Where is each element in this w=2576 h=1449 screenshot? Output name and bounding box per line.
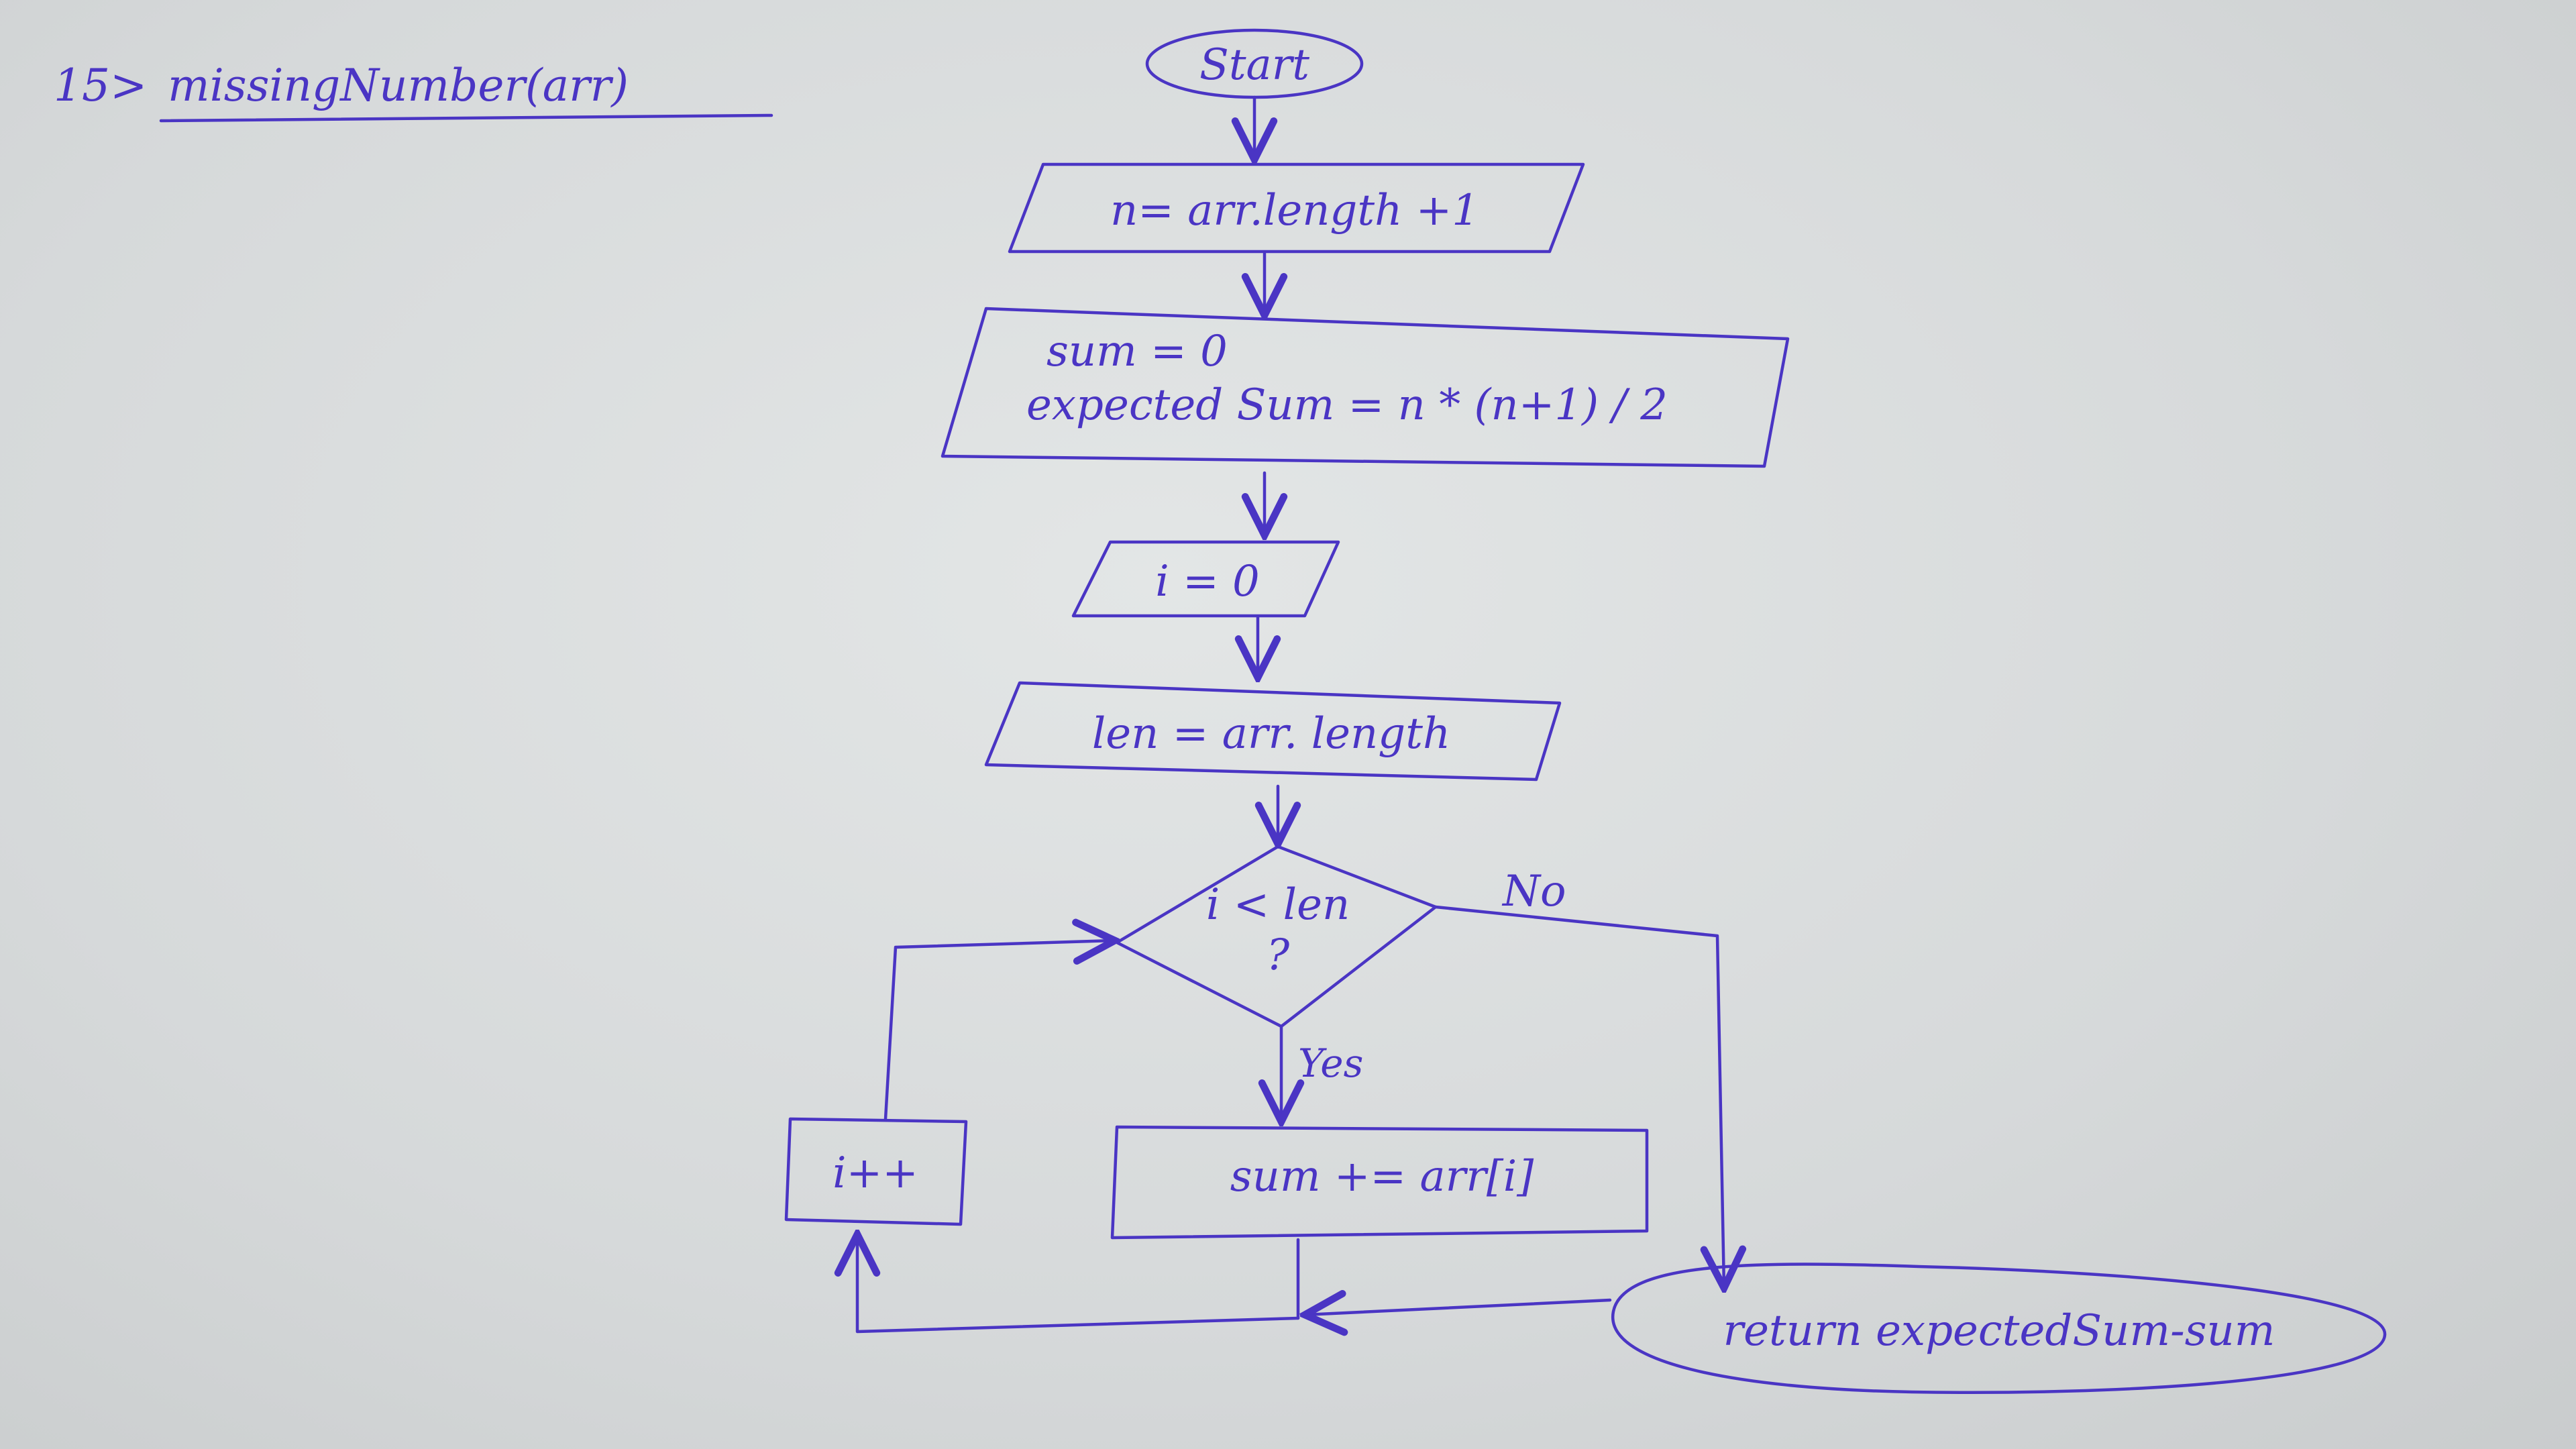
title-text: missingNumber(arr) xyxy=(168,60,629,111)
arrow-loop-to-increment xyxy=(857,1234,1300,1334)
init-n-box xyxy=(1008,162,1585,254)
title: 15> missingNumber(arr) xyxy=(54,60,773,123)
title-underline xyxy=(159,113,773,123)
init-sum-node: sum = 0 expected Sum = n * (n+1) / 2 xyxy=(941,307,1790,468)
edge-label-yes: Yes xyxy=(1298,1040,1363,1086)
end-node: return expectedSum-sum xyxy=(1611,1263,2387,1394)
init-i-box xyxy=(1071,540,1340,618)
increment-box xyxy=(784,1117,968,1226)
init-sum-label: sum = 0 xyxy=(1046,327,1228,376)
edge-label-no: No xyxy=(1501,867,1566,916)
arrow-increment-to-decision xyxy=(883,941,1115,1121)
decision-question-mark: ? xyxy=(1267,930,1290,980)
title-number: 15> xyxy=(54,60,147,111)
sum-update-node: sum += arr[i] xyxy=(1110,1125,1649,1240)
end-label: return expectedSum-sum xyxy=(1723,1306,2275,1356)
init-i-node: i = 0 xyxy=(1071,540,1340,618)
start-label: Start xyxy=(1199,40,1309,90)
increment-label: i++ xyxy=(833,1148,918,1198)
init-n-node: n= arr.length +1 xyxy=(1008,162,1585,254)
init-expected-label: expected Sum = n * (n+1) / 2 xyxy=(1026,380,1668,430)
decision-node: i < len ? xyxy=(1115,845,1438,1028)
init-len-label: len = arr. length xyxy=(1092,709,1450,759)
sum-update-box xyxy=(1110,1125,1649,1240)
init-n-label: n= arr.length +1 xyxy=(1110,186,1479,235)
increment-node: i++ xyxy=(784,1117,968,1226)
arrow-merge-into-return-line xyxy=(1305,1300,1612,1315)
start-node: Start xyxy=(1145,28,1364,99)
arrow-no-to-return xyxy=(1434,905,1724,1288)
init-len-node: len = arr. length xyxy=(984,681,1562,782)
end-ellipse xyxy=(1611,1263,2387,1394)
sum-update-label: sum += arr[i] xyxy=(1230,1152,1534,1201)
decision-condition: i < len xyxy=(1206,880,1350,930)
init-len-box xyxy=(984,681,1562,782)
init-sum-box xyxy=(941,307,1790,468)
init-i-label: i = 0 xyxy=(1155,557,1260,606)
